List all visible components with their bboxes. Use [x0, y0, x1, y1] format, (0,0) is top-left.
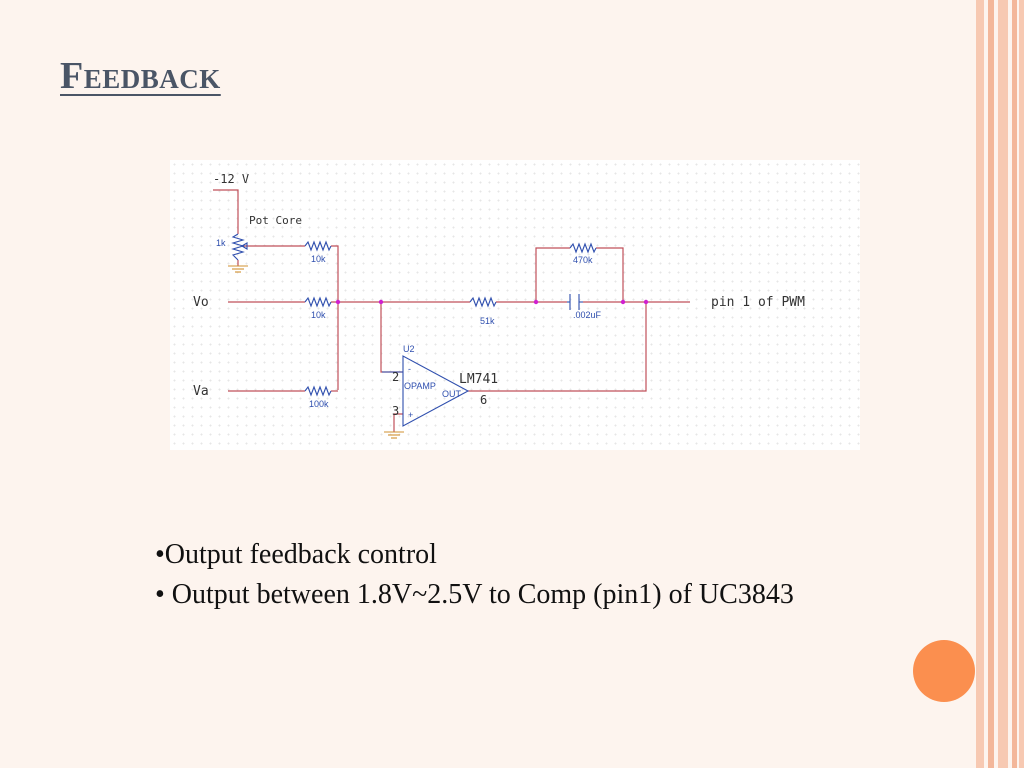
junction-1: [335, 299, 341, 305]
r-mid-value: 51k: [480, 316, 495, 326]
opamp-minus: -: [408, 364, 411, 374]
wire-supply: [213, 189, 239, 234]
stripe-4: [1012, 0, 1017, 768]
stripe-5: [1019, 0, 1024, 768]
bullet-item: •Output feedback control: [155, 539, 437, 570]
resistor-10k-vo: [304, 296, 332, 308]
stripe-3: [998, 0, 1008, 768]
wire-minus: [380, 302, 403, 373]
decorative-circle: [913, 640, 975, 702]
resistor-51k: [469, 296, 497, 308]
pin-3-label: 3: [392, 404, 399, 418]
resistor-pot: [231, 233, 245, 261]
opamp-ref: U2: [403, 344, 415, 354]
circuit-schematic: -12 V Pot Core 1k 10k 10k 100k 51k 470k …: [170, 160, 860, 450]
r-vo-value: 10k: [311, 310, 326, 320]
resistor-10k-top: [304, 240, 332, 252]
junction-2: [378, 299, 384, 305]
r-top-value: 10k: [311, 254, 326, 264]
pot-value: 1k: [216, 238, 226, 248]
input-vo-label: Vo: [193, 295, 209, 310]
resistor-470k: [569, 242, 597, 254]
junction-5: [643, 299, 649, 305]
circuit-svg: -12 V Pot Core 1k 10k 10k 100k 51k 470k …: [193, 172, 805, 439]
junction-3: [533, 299, 539, 305]
wire-plus: [393, 413, 403, 432]
r-fb-value: 470k: [573, 255, 593, 265]
wire-top-out: [331, 245, 339, 390]
stripe-2: [988, 0, 994, 768]
supply-label: -12 V: [213, 172, 249, 186]
opamp-label: OPAMP: [404, 381, 436, 391]
slide-title: Feedback: [60, 55, 221, 97]
opamp-out-label: OUT: [442, 389, 462, 399]
input-va-label: Va: [193, 384, 209, 399]
cap-value: .002uF: [573, 310, 602, 320]
junction-4: [620, 299, 626, 305]
resistor-100k: [304, 385, 332, 397]
pot-label: Pot Core: [249, 214, 302, 227]
pot-arrow: [241, 242, 248, 250]
wire-fb-right: [596, 247, 624, 302]
stripe-1: [976, 0, 984, 768]
pin-2-label: 2: [392, 370, 399, 384]
r-va-value: 100k: [309, 399, 329, 409]
opamp-part: LM741: [459, 372, 498, 387]
wire-fb-left: [535, 247, 570, 302]
opamp-plus: +: [408, 410, 413, 420]
bullet-item: • Output between 1.8V~2.5V to Comp (pin1…: [155, 579, 794, 610]
pin-6-label: 6: [480, 393, 487, 407]
bullet-list: •Output feedback control • Output betwee…: [155, 535, 875, 615]
opamp-symbol: [402, 355, 470, 427]
output-label: pin 1 of PWM: [711, 295, 805, 310]
wire-output: [468, 302, 647, 392]
